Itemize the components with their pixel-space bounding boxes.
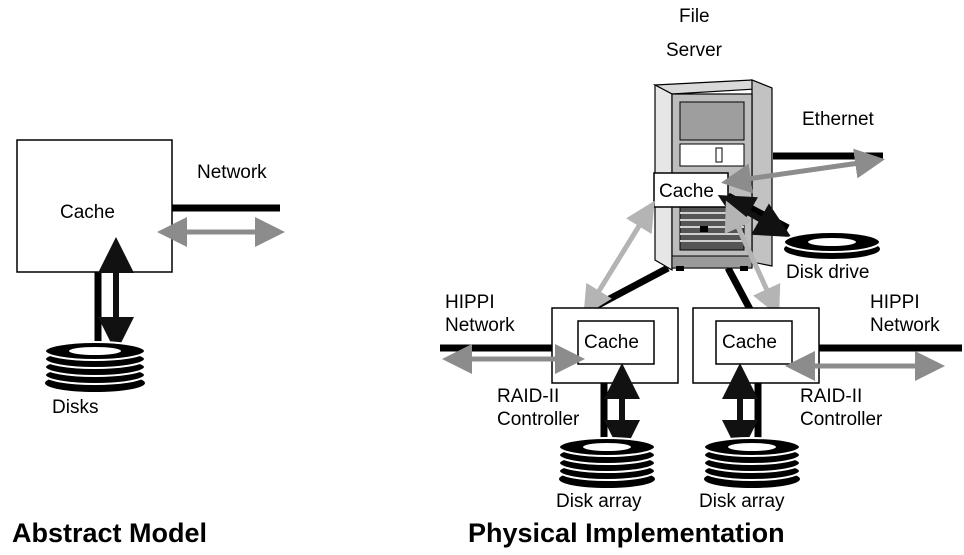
server-to-right-controller-line — [724, 266, 756, 315]
hippi-left-label-line1: HIPPI — [445, 292, 495, 313]
file-server-label-line2: Server — [666, 40, 723, 61]
abstract-model: Cache Network Disks Abstract Model — [12, 139, 285, 548]
left-controller-cache-box — [577, 320, 655, 365]
abstract-model-title: Abstract Model — [12, 518, 207, 548]
ethernet-label: Ethernet — [802, 109, 875, 130]
server-to-left-cache-arrow — [583, 200, 655, 317]
hippi-left-label-line2: Network — [445, 315, 515, 336]
right-disk-array-icon — [703, 437, 801, 488]
right-controller-cache-box — [715, 320, 793, 365]
server-cache-label: Cache — [659, 181, 714, 202]
right-disk-array-label: Disk array — [699, 491, 785, 512]
abstract-network-label: Network — [197, 162, 267, 183]
disk-drive-label: Disk drive — [786, 262, 869, 283]
server-to-right-cache-arrow — [724, 200, 781, 317]
hippi-right-label-line1: HIPPI — [870, 292, 920, 313]
raid-right-label-line2: Controller — [800, 409, 883, 430]
abstract-disks-label: Disks — [52, 397, 98, 418]
raid-left-label-line1: RAID-II — [497, 386, 559, 407]
disk-drive-icon — [783, 231, 881, 259]
physical-implementation-title: Physical Implementation — [468, 518, 785, 548]
abstract-cache-label: Cache — [60, 202, 115, 223]
left-controller-cache-label: Cache — [584, 332, 639, 353]
file-server-label-line1: File — [679, 6, 710, 27]
raid-right-label-line1: RAID-II — [800, 386, 862, 407]
physical-implementation: File Server Ethernet — [440, 6, 962, 548]
left-disk-array-label: Disk array — [556, 491, 642, 512]
right-controller-cache-label: Cache — [722, 332, 777, 353]
server-cache-box — [653, 172, 729, 208]
abstract-disks-icon — [44, 341, 146, 392]
abstract-cache-box — [16, 139, 173, 273]
server-to-left-controller-line — [581, 264, 670, 317]
ethernet-arrow — [721, 148, 885, 194]
raid-left-label-line2: Controller — [497, 409, 580, 430]
left-disk-array-icon — [558, 437, 656, 488]
hippi-right-label-line2: Network — [870, 315, 940, 336]
